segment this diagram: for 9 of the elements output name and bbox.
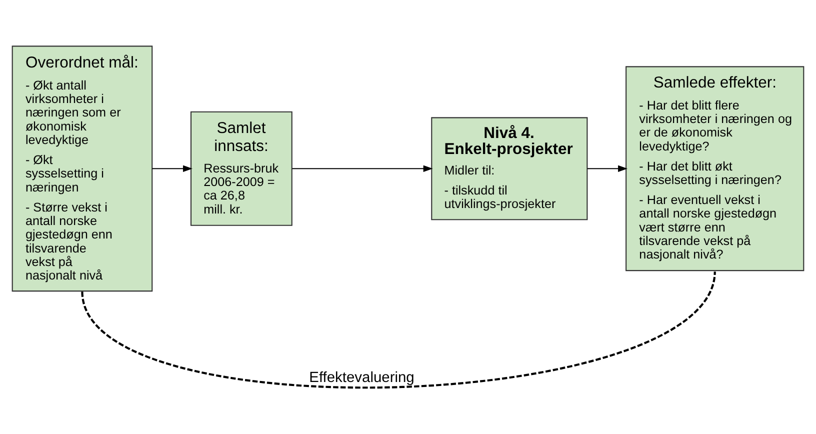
node-box: Nivå 4. Enkelt-prosjekter Midler til: - tilskudd til utviklings-prosjekter <box>431 117 588 220</box>
node-box: Samlede effekter: - Har det blitt flere virksomheter i næringen og er de økonomisk levedyktige? - Har det blitt økt sysselsetting i næringen? - Har eventuell vekst i antall norske gjestedøgn vært større enn tilsvarende vekst på nasjonalt nivå? <box>626 66 804 272</box>
arrow <box>152 165 192 172</box>
node-box: Samlet innsats: Ressurs-bruk 2006-2009 = ca 26,8 mill. kr. <box>190 111 292 226</box>
arrow <box>587 165 628 172</box>
edge-label: Effektevaluering <box>309 370 414 386</box>
arrow <box>292 165 433 172</box>
connector <box>81 271 716 388</box>
node-box: Overordnet mål: - Økt antall virksomheter i næringen som er økonomisk levedyktige - Økt sysselsetting i næringen - Større vekst i antall norske gjestedøgn enn tilsvarende vekst på nasjonalt nivå <box>12 46 153 292</box>
